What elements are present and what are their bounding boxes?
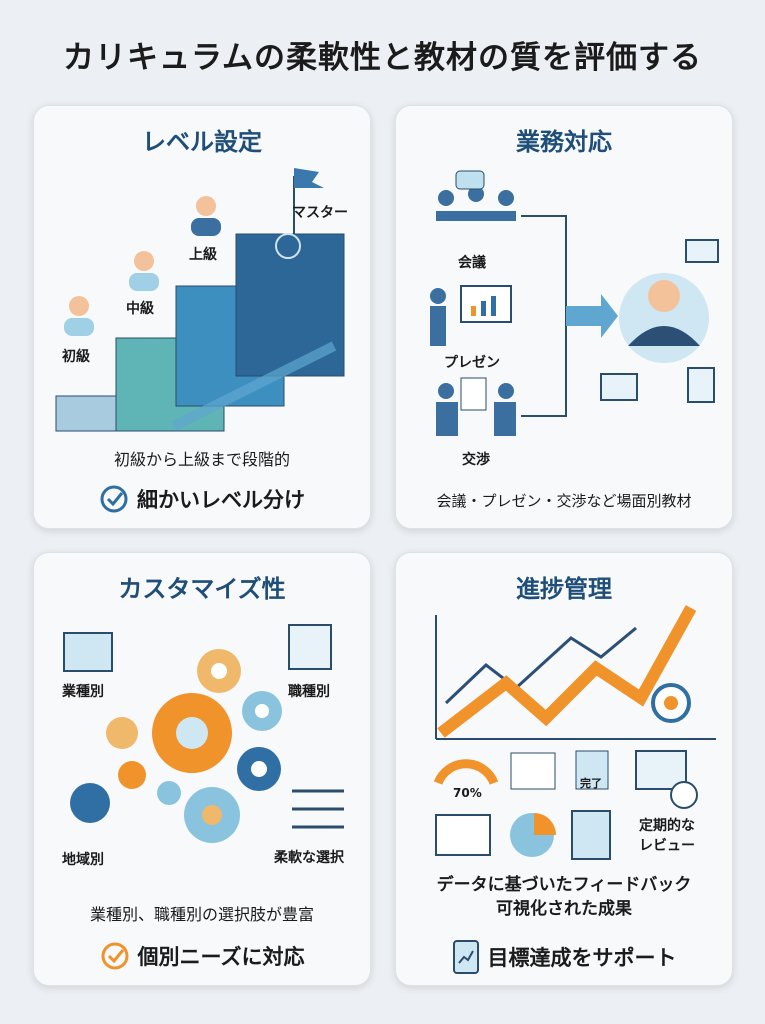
caption: 業種別、職種別の選択肢が豊富 bbox=[89, 905, 314, 924]
business-scenes-illustration bbox=[430, 170, 719, 436]
card-title: レベル設定 bbox=[142, 128, 262, 156]
level-label: マスター bbox=[292, 205, 348, 221]
footer-text: 細かいレベル分け bbox=[137, 488, 305, 512]
scene-label: 会議 bbox=[458, 255, 486, 271]
caption: 会議・プレゼン・交渉など場面別教材 bbox=[436, 492, 692, 510]
caption: データに基づいたフィードバック可視化された成果 bbox=[436, 875, 692, 919]
card-business: 業務対応 会議 プレゼン 交渉 会議・プレゼン・交渉など場面別教材 bbox=[395, 105, 733, 529]
check-circle-icon bbox=[101, 942, 129, 970]
level-label: 上級 bbox=[189, 247, 217, 263]
card-customization: カスタマイズ性 業種別 職種別 地域別 柔軟な選択 業種別、職種別の選択肢が豊富… bbox=[33, 552, 371, 986]
review-label: 定期的なレビュー bbox=[639, 818, 695, 854]
caption: 初級から上級まで段階的 bbox=[113, 450, 290, 469]
card-level-setting: レベル設定 初級 中級 上級 マスター 初級から上級まで段階的 細かいレベル分け bbox=[33, 105, 371, 529]
tablet-chart-icon bbox=[452, 940, 479, 974]
level-label: 初級 bbox=[62, 349, 90, 365]
check-circle-icon bbox=[100, 485, 128, 513]
footer-text: 個別ニーズに対応 bbox=[137, 945, 305, 969]
card-title: カスタマイズ性 bbox=[118, 575, 286, 603]
page-title: カリキュラムの柔軟性と教材の質を評価する bbox=[62, 40, 703, 76]
card-title: 進捗管理 bbox=[516, 575, 612, 603]
footer-text: 目標達成をサポート bbox=[487, 946, 677, 970]
card-progress: 進捗管理 70% 完了 定期的なレビュー データに基づいたフィードバック可視化さ… bbox=[395, 552, 733, 986]
option-label: 地域別 bbox=[62, 852, 104, 868]
option-label: 職種別 bbox=[288, 684, 330, 700]
option-label: 業種別 bbox=[62, 684, 104, 700]
level-label: 中級 bbox=[126, 301, 154, 317]
scene-label: 交渉 bbox=[462, 452, 490, 468]
scene-label: プレゼン bbox=[444, 355, 500, 371]
staircase-illustration bbox=[55, 168, 345, 432]
card-title: 業務対応 bbox=[516, 128, 612, 156]
done-label: 完了 bbox=[580, 777, 602, 790]
gauge-value: 70% bbox=[453, 786, 482, 800]
gears-illustration bbox=[63, 624, 344, 843]
progress-chart-illustration bbox=[433, 605, 716, 860]
option-label: 柔軟な選択 bbox=[274, 850, 344, 866]
